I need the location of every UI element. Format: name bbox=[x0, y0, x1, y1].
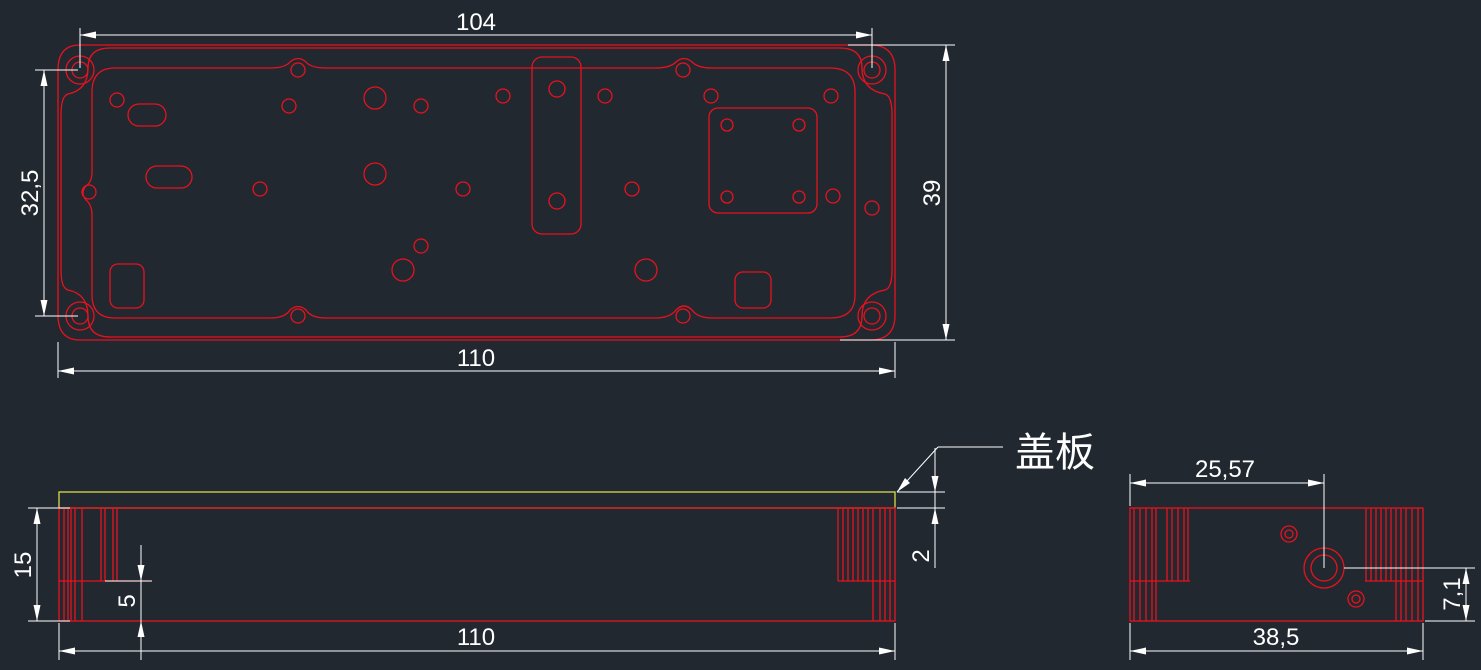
dim-front-step: 5 bbox=[105, 545, 152, 660]
side-hole bbox=[1280, 525, 1298, 543]
side-left-ribs bbox=[1133, 508, 1189, 621]
large-holes bbox=[363, 86, 658, 282]
dim-front-width: 110 bbox=[58, 623, 896, 660]
corner-hole bbox=[857, 301, 887, 331]
dim-side-offset: 25,57 bbox=[1129, 456, 1325, 568]
callout-label: 盖板 bbox=[1015, 430, 1095, 476]
dim-right-height: 39 bbox=[840, 44, 955, 341]
side-body bbox=[1129, 507, 1424, 622]
dim-text-32-5: 32,5 bbox=[17, 170, 44, 217]
dim-text-2: 2 bbox=[908, 549, 935, 562]
dim-front-height: 15 bbox=[10, 507, 70, 622]
dim-side-hole-height: 7,1 bbox=[1344, 567, 1475, 622]
front-body bbox=[58, 507, 896, 622]
dim-left-height: 32,5 bbox=[17, 69, 78, 317]
square-boss bbox=[109, 263, 145, 309]
plate-outline bbox=[57, 44, 896, 341]
small-holes bbox=[81, 62, 880, 324]
strip-hole bbox=[548, 192, 566, 210]
top-view: 104 110 32,5 39 bbox=[17, 9, 955, 378]
front-view: 15 5 110 2 bbox=[10, 430, 1095, 660]
side-view: 25,57 38,5 7,1 bbox=[1129, 456, 1475, 660]
strip-hole bbox=[548, 80, 566, 98]
cover-callout: 盖板 bbox=[896, 430, 1095, 493]
square-boss bbox=[734, 271, 772, 309]
dim-text-5: 5 bbox=[114, 594, 141, 607]
front-right-ribs bbox=[837, 508, 891, 621]
side-right-ribs bbox=[1365, 508, 1419, 621]
dim-side-width: 38,5 bbox=[1129, 623, 1424, 660]
cover-plate bbox=[58, 491, 896, 509]
dim-text-15: 15 bbox=[10, 552, 37, 579]
dim-bottom-width: 110 bbox=[57, 342, 896, 378]
dim-text-104: 104 bbox=[456, 9, 496, 36]
dim-text-110-front: 110 bbox=[457, 624, 495, 651]
front-left-ribs bbox=[63, 508, 118, 621]
plate-inner-boundary bbox=[60, 47, 893, 338]
dim-text-38-5: 38,5 bbox=[1253, 624, 1300, 651]
dim-text-25-57: 25,57 bbox=[1195, 456, 1255, 483]
inner-pocket bbox=[82, 57, 856, 319]
side-hole bbox=[1347, 590, 1365, 608]
dim-text-39: 39 bbox=[919, 180, 946, 207]
corner-hole-inner bbox=[863, 307, 881, 325]
dim-text-110: 110 bbox=[457, 345, 495, 372]
vertical-strip bbox=[531, 56, 582, 235]
slot bbox=[145, 165, 193, 189]
dim-top-width: 104 bbox=[79, 9, 873, 68]
square-connector bbox=[708, 107, 818, 214]
dim-cover-thickness: 2 bbox=[897, 448, 945, 568]
slot bbox=[127, 103, 167, 127]
dim-text-7-1: 7,1 bbox=[1439, 577, 1466, 610]
